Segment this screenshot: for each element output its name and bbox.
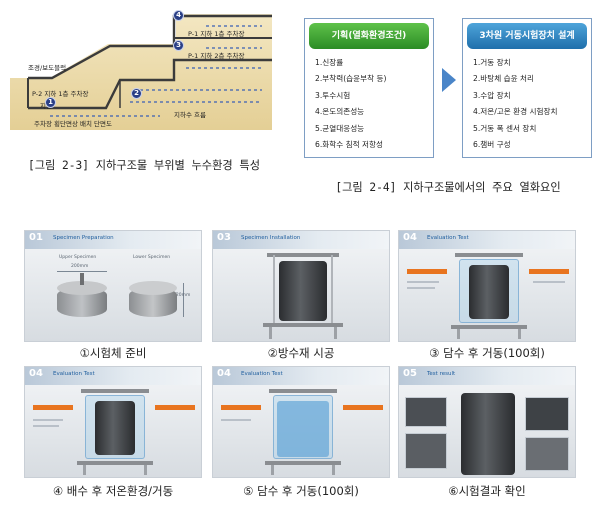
step-tag: Specimen Installation [241,235,301,241]
right-box-list: 1.거동 장치 2.바탕체 습윤 처리 3.수압 장치 4.저온/고온 환경 시… [463,49,591,153]
list-item: 3.수압 장치 [473,90,511,100]
photo-caption-4: ④ 배수 후 저온환경/거동 [52,484,174,498]
dimension-width-label: 200mm [71,264,89,269]
figure-2-3-diagram: 조경/보도블럭 P-1 지하 1층 주차장 P-1 지하 2층 주차장 P-2 … [10,4,272,130]
step-tag: Evaluation Test [241,371,283,377]
dimension-height-label: 120mm [173,293,191,298]
result-specimen [461,393,515,475]
photo-caption-1: ①시험체 준비 [79,346,147,360]
photo-caption-5: ⑤ 담수 후 거동(100회) [243,484,359,498]
p1-b1-label: P-1 지하 1층 주차장 [188,30,245,38]
marker-4: 4 [173,10,184,21]
list-item: 6.화학수 침적 저항성 [315,140,383,150]
test-apparatus-box: 3차원 거동시험장치 설계 1.거동 장치 2.바탕체 습윤 처리 3.수압 장… [462,18,592,158]
photo-waterproofing-applied: 03 Specimen Installation [212,230,390,342]
right-box-title: 3차원 거동시험장치 설계 [467,23,587,49]
step-tag: Test result [427,371,456,377]
step-tag: Specimen Preparation [53,235,114,241]
caption-figure-2-3: [그림 2-3] 지하구조물 부위별 누수환경 특성 [27,159,261,172]
list-item: 5.거동 폭 센서 장치 [473,123,537,133]
photo-submerged-movement: 04 Evaluation Test [398,230,576,342]
step-number: 04 [217,368,231,379]
list-item: 6.챔버 구성 [473,140,511,150]
photo-drained-low-temperature: 04 Evaluation Test [24,366,202,478]
sidewalk-label: 조경/보도블럭 [28,64,67,72]
step-number: 05 [403,368,417,379]
photo-resubmerged-movement: 04 Evaluation Test [212,366,390,478]
water-filled-chamber [277,401,329,457]
p1-b2-label: P-1 지하 2층 주차장 [188,52,245,60]
specimen-in-chamber [95,401,135,455]
left-box-title: 기획(열화환경조건) [309,23,429,49]
p2-b1-label: P-2 지하 1층 주차장 [32,90,89,98]
lower-specimen-label: Lower Specimen [133,255,171,260]
list-item: 2.바탕체 습윤 처리 [473,74,534,84]
list-item: 1.신장률 [315,58,344,67]
list-item: 4.저온/고온 환경 시험장치 [473,107,558,117]
figure-2-4-flow: 기획(열화환경조건) 1.신장률 2.부착력(습윤부착 등) 3.투수시험 4.… [304,6,596,158]
photo-caption-6: ⑥시험결과 확인 [448,484,526,498]
photo-caption-2: ②방수재 시공 [267,346,335,360]
coated-specimen [279,261,327,321]
deterioration-conditions-box: 기획(열화환경조건) 1.신장률 2.부착력(습윤부착 등) 3.투수시험 4.… [304,18,434,158]
photo-test-result: 05 Test result [398,366,576,478]
photo-caption-3: ③ 담수 후 거동(100회) [429,346,545,360]
step-number: 04 [403,232,417,243]
list-item: 1.거동 장치 [473,58,511,67]
right-arrow-icon [442,68,456,92]
section-title: 주차장 횡단면상 배치 단면도 [34,120,112,128]
left-box-list: 1.신장률 2.부착력(습윤부착 등) 3.투수시험 4.온도의존성능 5.균열… [305,49,433,153]
cross-section-drawing [10,14,272,130]
marker-3: 3 [173,40,184,51]
list-item: 2.부착력(습윤부착 등) [315,74,387,84]
step-tag: Evaluation Test [53,371,95,377]
step-tag: Evaluation Test [427,235,469,241]
marker-2: 2 [131,88,142,99]
list-item: 4.온도의존성능 [315,107,365,117]
groundwater-label: 지하수 흐름 [174,111,206,119]
list-item: 3.투수시험 [315,90,351,100]
caption-figure-2-4: [그림 2-4] 지하구조물에서의 주요 열화요인 [335,181,561,194]
step-number: 03 [217,232,231,243]
list-item: 5.균열대응성능 [315,123,365,133]
marker-1: 1 [45,97,56,108]
step-number: 01 [29,232,43,243]
upper-specimen-label: Upper Specimen [59,255,97,260]
groundwater-arrows [50,25,262,117]
step-number: 04 [29,368,43,379]
specimen-in-chamber [469,265,509,319]
photo-specimen-preparation: 01 Specimen Preparation Upper Specimen L… [24,230,202,342]
